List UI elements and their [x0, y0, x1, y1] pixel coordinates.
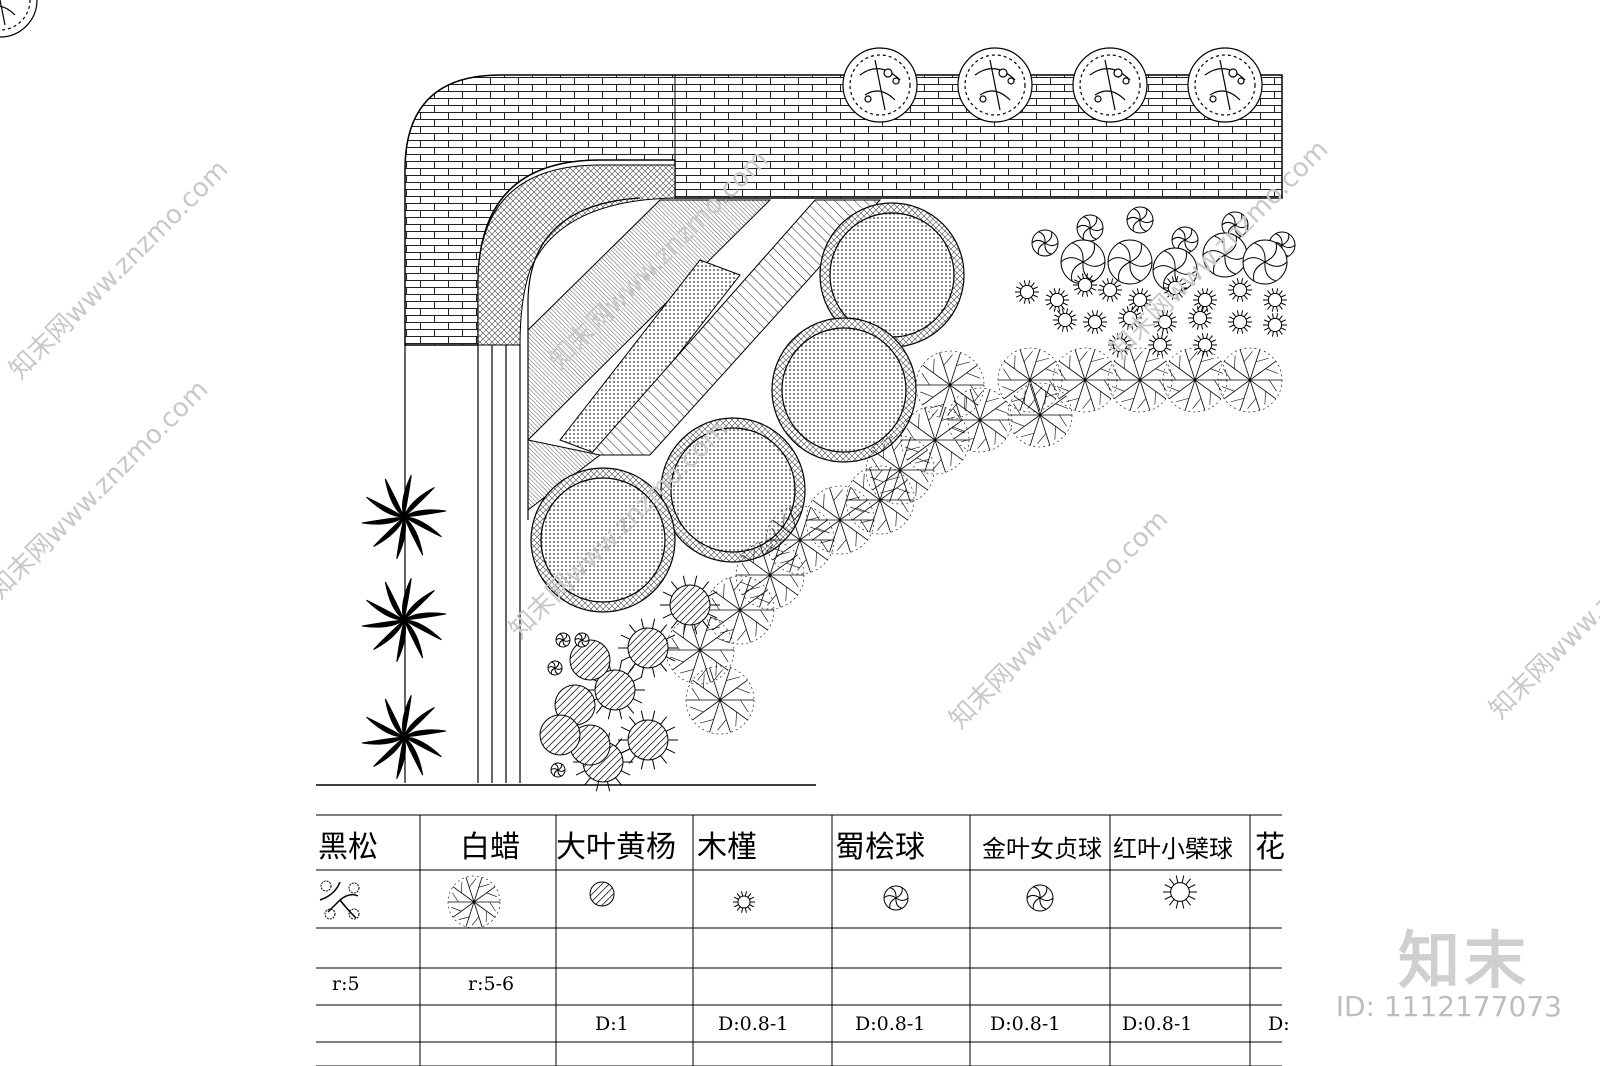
watermark-site-text: 知末网www.znzmo.com [1484, 494, 1600, 725]
diameter-cell: D:0.8-1 [718, 1013, 788, 1035]
diameter-cell: D:0.8-1 [990, 1013, 1060, 1035]
radius-cell: r:5 [332, 973, 360, 995]
plant-legend-table [316, 814, 1282, 1066]
header-cell: 蜀桧球 [835, 830, 925, 865]
watermark-site-text: 知末网www.znzmo.com [0, 374, 214, 605]
black-pine-trees [361, 474, 447, 780]
diameter-cell: D:1 [595, 1013, 629, 1035]
watermark-site-text: 知末网www.znzmo.com [944, 504, 1175, 735]
plant-legend-text: 黑松 白蜡 大叶黄杨木槿 蜀桧球 金叶女贞球红叶小檗球花 r:5 r:5-6D:1 D:0.8… [318, 830, 1290, 1035]
diagonal-stripe-plaza [527, 197, 882, 520]
header-cell: 黑松 [318, 830, 378, 865]
legend-symbols [319, 875, 1197, 929]
header-cell: 大叶黄杨 [556, 830, 676, 865]
radius-cell: r:5-6 [468, 973, 514, 995]
street-trees-top [0, 0, 1263, 123]
round-planters [530, 202, 965, 613]
barberry-ball-symbol-icon [1163, 875, 1197, 909]
header-cell: 花 [1255, 830, 1285, 865]
diameter-cell: D: [1268, 1013, 1290, 1035]
curved-border-band [477, 164, 676, 346]
black-pine-symbol-icon [319, 880, 360, 920]
header-cell: 白蜡 [460, 830, 520, 865]
diameter-cell: D:0.8-1 [855, 1013, 925, 1035]
vertical-walkway [404, 345, 521, 783]
shrub-clusters [539, 206, 1296, 792]
header-cell: 金叶女贞球 [982, 835, 1102, 863]
header-cell: 红叶小檗球 [1113, 835, 1233, 863]
juniper-ball-symbol-icon [883, 885, 909, 911]
privet-ball-symbol-icon [1026, 884, 1054, 912]
ash-tree-symbol-icon [447, 875, 501, 929]
watermark-logo: 知末 [1397, 924, 1530, 997]
header-cell: 木槿 [697, 830, 757, 865]
watermark-site-text: 知末网www.znzmo.com [4, 154, 235, 385]
watermark-id: ID: 1112177073 [1335, 990, 1562, 1023]
hibiscus-symbol-icon [733, 891, 755, 913]
boxwood-symbol-icon [589, 881, 615, 907]
diameter-cell: D:0.8-1 [1122, 1013, 1192, 1035]
